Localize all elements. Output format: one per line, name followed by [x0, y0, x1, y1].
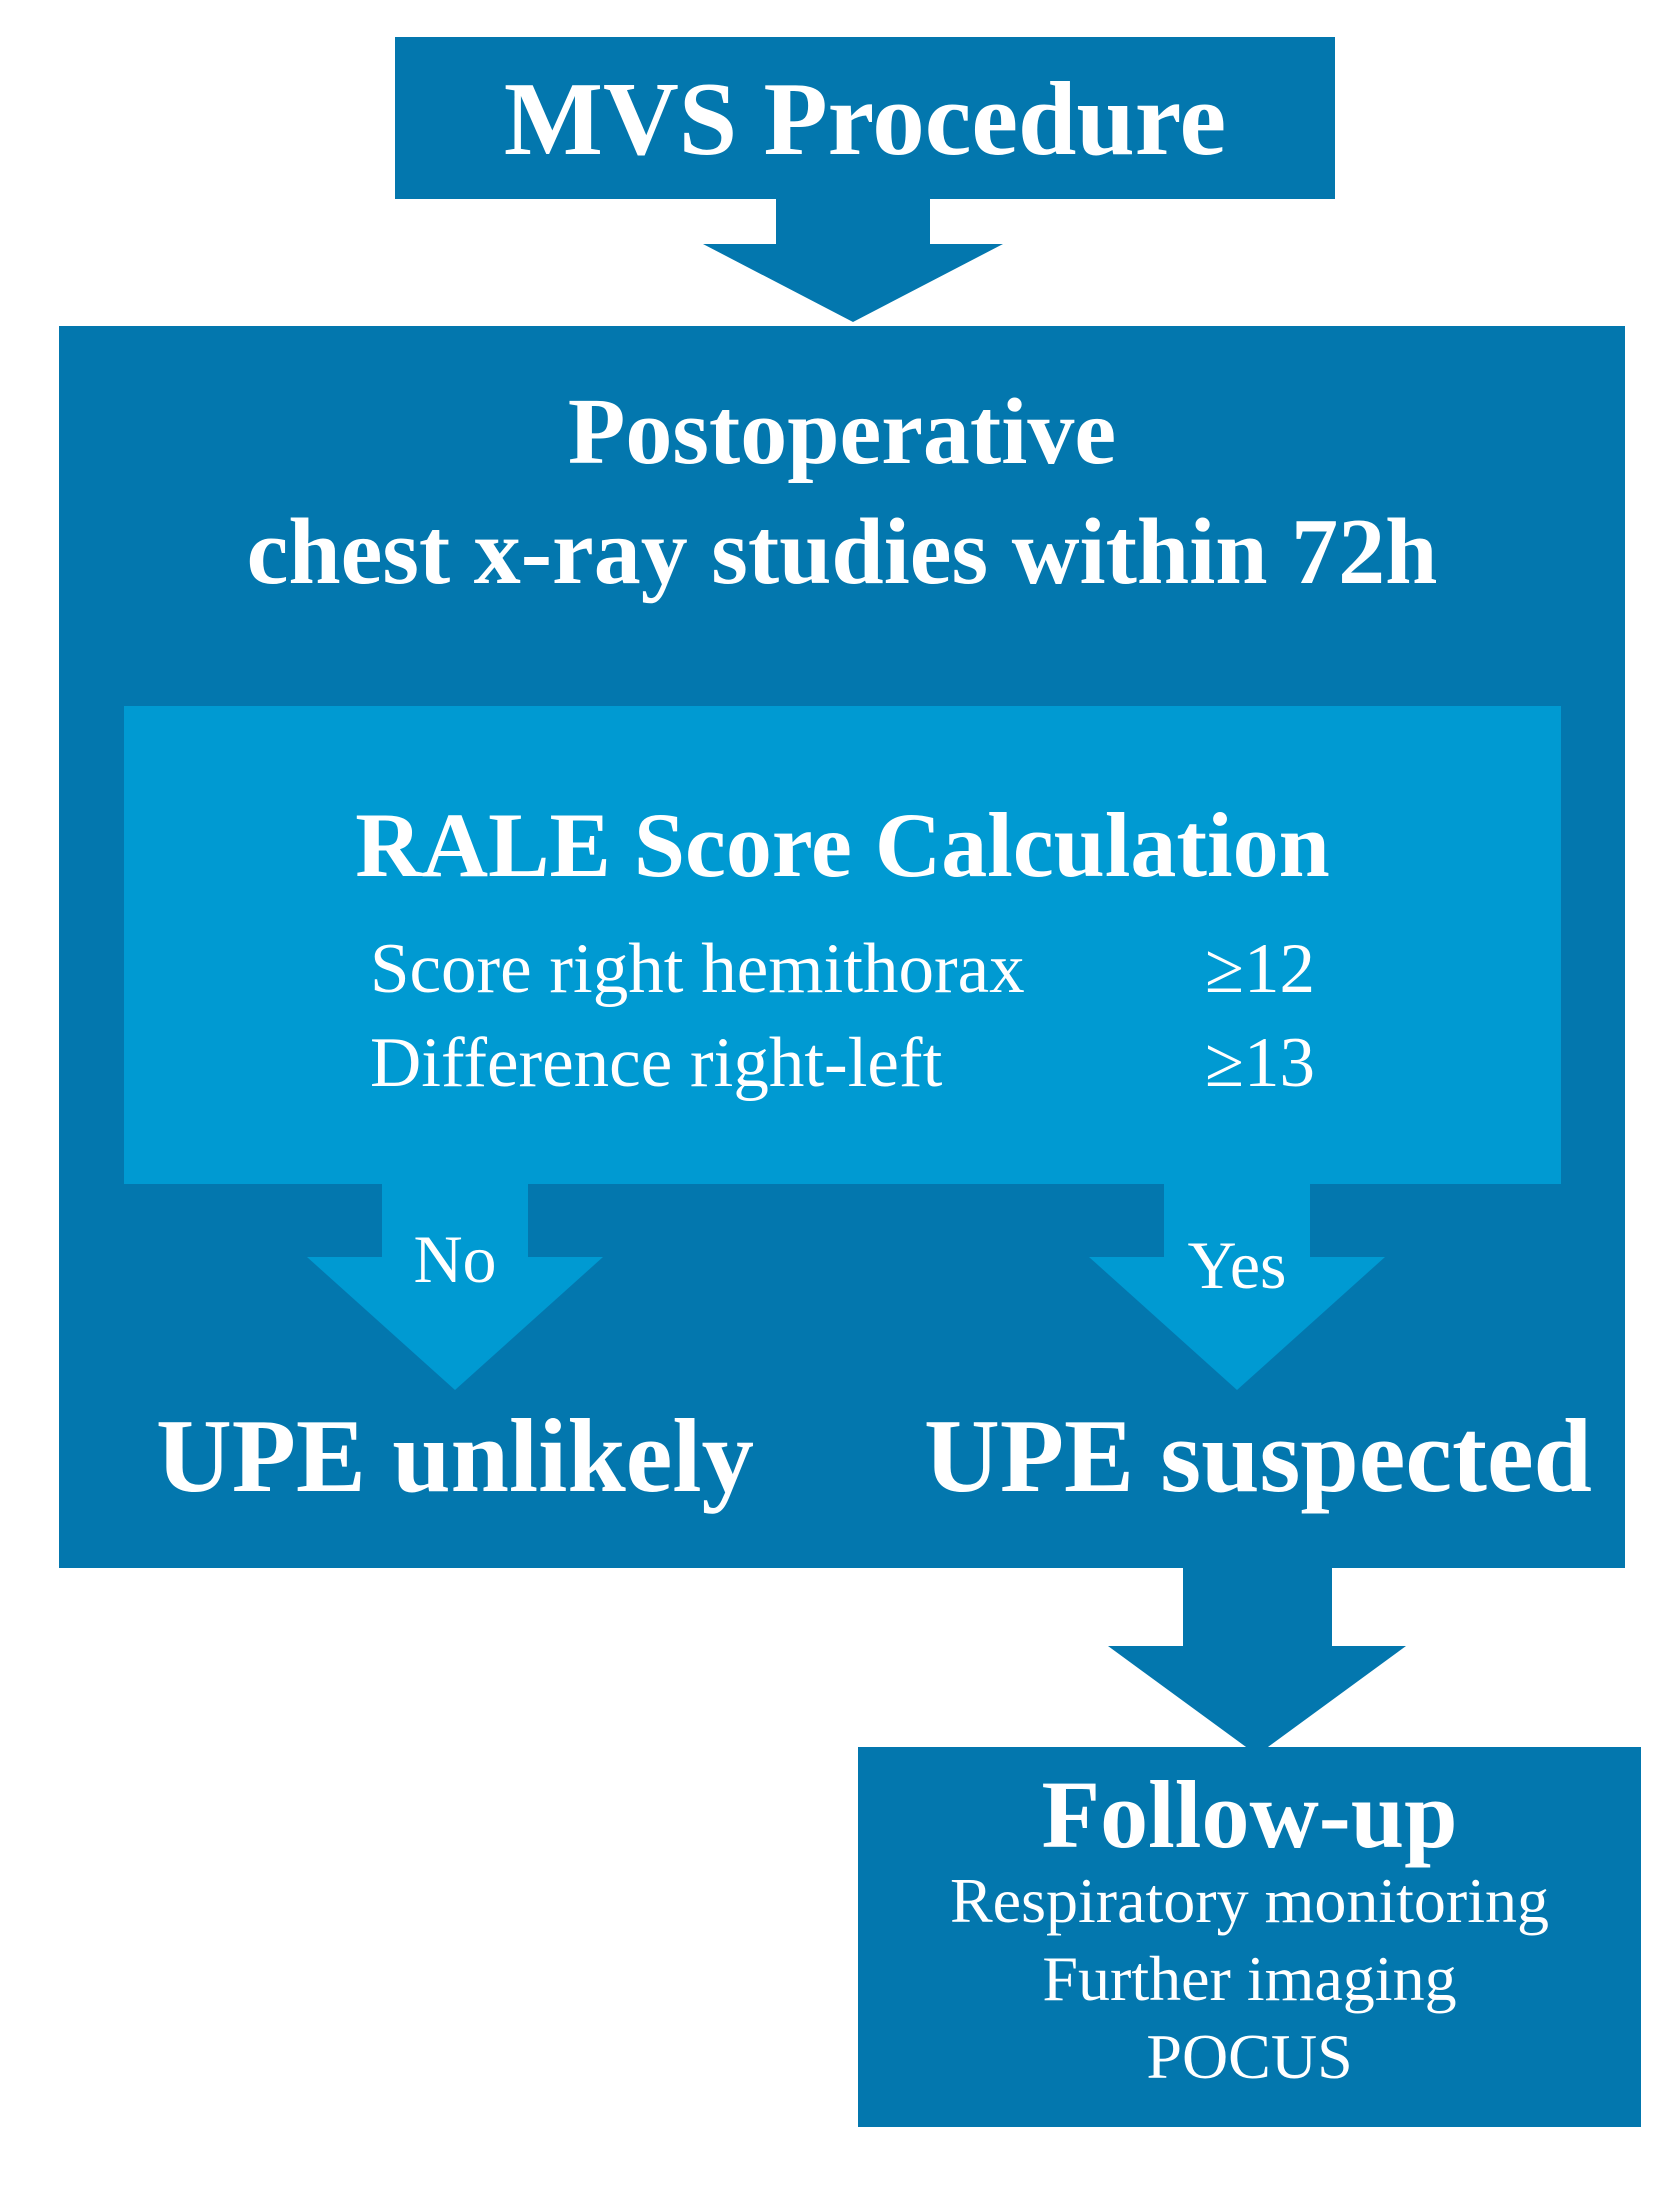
mvs-procedure-label: MVS Procedure: [503, 59, 1227, 177]
followup-item-pocus: POCUS: [1146, 2021, 1353, 2092]
criterion-difference-label: Difference right-left: [370, 1024, 943, 1102]
followup-item-further-imaging: Further imaging: [1042, 1943, 1457, 2014]
followup-box: [858, 1747, 1641, 2127]
branch-no-label: No: [413, 1221, 497, 1297]
yes-branch-down-arrow-icon: [1089, 1184, 1385, 1390]
followup-items: Respiratory monitoring Further imaging P…: [858, 1862, 1641, 2096]
mvs-procedure-box: MVS Procedure: [395, 37, 1335, 199]
postoperative-line1: Postoperative: [567, 380, 1117, 484]
postoperative-heading: Postoperative chest x-ray studies within…: [59, 372, 1625, 612]
followup-item-respiratory-monitoring: Respiratory monitoring: [949, 1865, 1550, 1936]
rale-score-box: [124, 706, 1561, 1184]
no-branch-down-arrow-icon: [307, 1184, 603, 1390]
postoperative-line2: chest x-ray studies within 72h: [246, 500, 1438, 604]
outcome-upe-suspected: UPE suspected: [924, 1397, 1592, 1514]
down-arrow-icon: [703, 196, 1003, 322]
rale-score-title: RALE Score Calculation: [355, 794, 1330, 896]
outcome-upe-unlikely: UPE unlikely: [155, 1397, 755, 1514]
criterion-right-hemithorax-label: Score right hemithorax: [370, 930, 1025, 1008]
criterion-difference-value: ≥13: [1205, 1024, 1315, 1102]
followup-down-arrow-icon: [1108, 1560, 1406, 1755]
followup-title: Follow-up: [1041, 1761, 1458, 1868]
branch-yes-label: Yes: [1187, 1227, 1287, 1303]
criterion-right-hemithorax-value: ≥12: [1205, 930, 1315, 1008]
